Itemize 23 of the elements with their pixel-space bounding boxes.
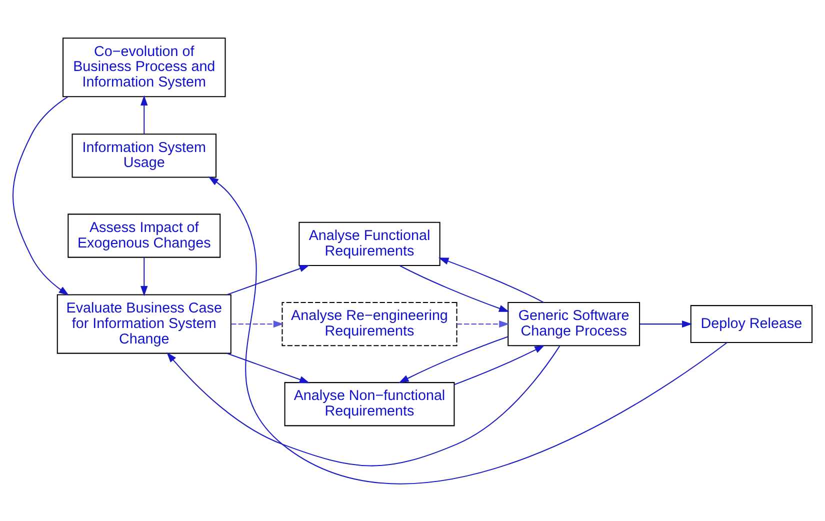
node-box: Deploy Release <box>690 304 813 343</box>
node-box: Evaluate Business Case for Information System Change <box>56 294 232 354</box>
node-box: Generic Software Change Process <box>508 301 640 346</box>
node-box: Assess Impact of Exogenous Changes <box>68 213 221 258</box>
node-box: Analyse Re−engineering Requirements <box>282 301 458 346</box>
arrow <box>226 264 310 295</box>
arrow <box>12 96 70 295</box>
node-box: Analyse Functional Requirements <box>298 221 440 266</box>
arrow <box>231 320 284 328</box>
arrow <box>398 336 508 383</box>
arrow <box>140 256 148 296</box>
node-box: Information System Usage <box>72 133 217 178</box>
arrow <box>208 176 728 484</box>
arrow <box>140 94 148 134</box>
node-box: Analyse Non−functional Requirements <box>284 382 455 426</box>
arrow <box>226 352 310 383</box>
arrow <box>400 264 510 312</box>
arrow <box>456 320 510 328</box>
arrow <box>454 344 545 385</box>
arrow <box>640 320 692 328</box>
arrow <box>438 257 544 302</box>
node-box: Co−evolution of Business Process and Information System <box>62 37 226 97</box>
arrow <box>166 345 560 466</box>
